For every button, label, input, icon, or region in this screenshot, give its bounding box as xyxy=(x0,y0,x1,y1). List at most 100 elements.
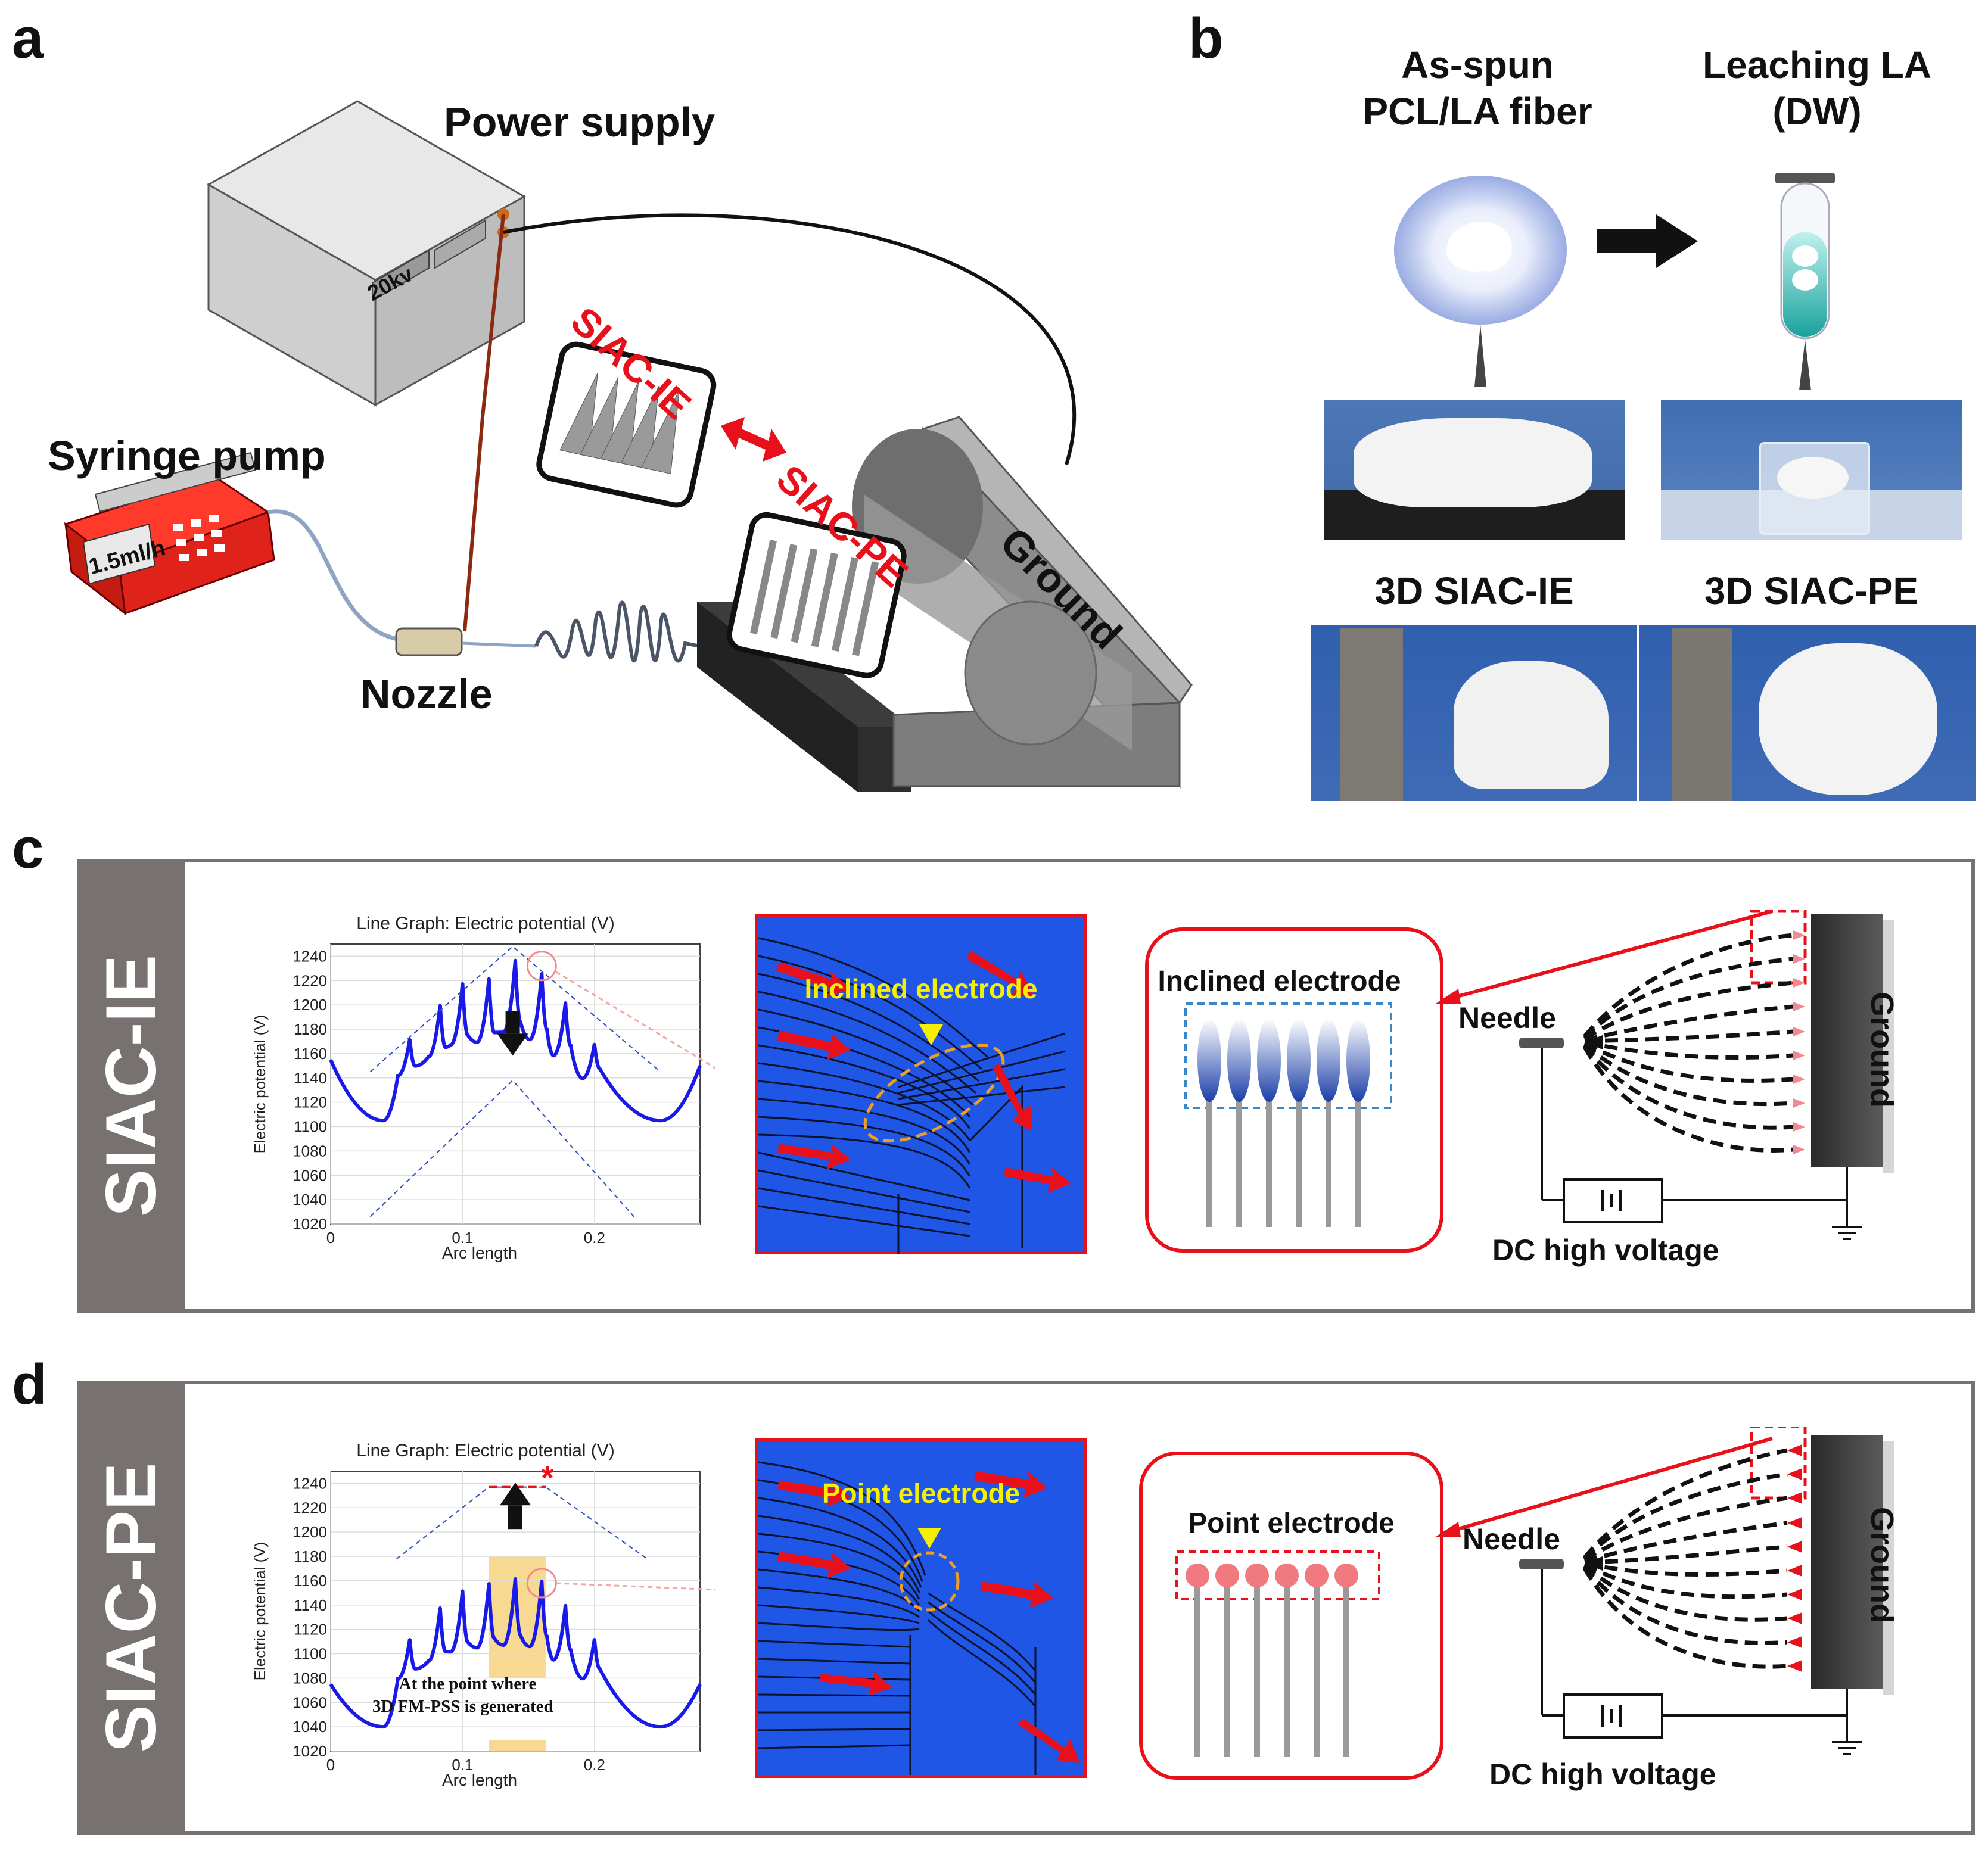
chart-title: Line Graph: Electric potential (V) xyxy=(356,1441,615,1460)
as-spun-title: As-spun PCL/LA fiber xyxy=(1311,42,1644,135)
panel-c-side-text: SIAC-IE xyxy=(91,954,171,1217)
panel-d-side-text: SIAC-PE xyxy=(91,1462,171,1753)
y-tick-label: 1220 xyxy=(293,1499,327,1516)
as-spun-line2: PCL/LA fiber xyxy=(1362,90,1592,133)
chart-siac-pe: Line Graph: Electric potential (V) 1020 10… xyxy=(251,1441,715,1789)
needle-d-label: Needle xyxy=(1463,1522,1560,1556)
photo-3d-siac-ie xyxy=(1311,625,1637,801)
y-tick-label: 1040 xyxy=(293,1191,327,1209)
x-tick-label: 0.2 xyxy=(584,1756,605,1774)
dc-d-label: DC high voltage xyxy=(1489,1758,1716,1791)
y-tick-label: 1200 xyxy=(293,996,327,1014)
y-tick-label: 1020 xyxy=(293,1215,327,1233)
x-tick-label: 0.1 xyxy=(452,1756,473,1774)
panel-a-label: a xyxy=(12,7,44,70)
photo-3d-siac-pe xyxy=(1639,625,1976,801)
syringe-pump-label: Syringe pump xyxy=(48,432,326,479)
peak-point xyxy=(461,982,464,985)
y-tick-label: 1120 xyxy=(294,1621,327,1639)
peak-point xyxy=(593,1638,596,1640)
inset-d-label: Point electrode xyxy=(1188,1508,1395,1539)
peak-point xyxy=(564,1603,567,1606)
arrow-right-icon xyxy=(1597,214,1698,268)
chart-siac-ie: Line Graph: Electric potential (V) 1020 10… xyxy=(251,914,715,1262)
y-tick-label: 1020 xyxy=(293,1742,327,1760)
x-tick-label: 0 xyxy=(326,1756,335,1774)
ground-collector xyxy=(852,416,1193,789)
y-tick-label: 1040 xyxy=(293,1718,327,1736)
photo-leaching xyxy=(1661,400,1962,540)
peak-point xyxy=(487,977,490,980)
peak-point xyxy=(540,1579,543,1582)
y-tick-label: 1140 xyxy=(294,1596,327,1614)
series-line xyxy=(329,1578,702,1729)
panel-b-process xyxy=(1394,173,1835,390)
peak-point xyxy=(514,958,517,961)
panel-b-label: b xyxy=(1189,7,1224,70)
annotation-line2: 3D FM-PSS is generated xyxy=(372,1697,553,1716)
y-tick-label: 1140 xyxy=(294,1069,327,1087)
panel-c-label: c xyxy=(12,817,44,880)
panel-d-label: d xyxy=(12,1353,47,1416)
sim-c-label: Inclined electrode xyxy=(804,973,1038,1004)
x-tick-label: 0.2 xyxy=(584,1229,605,1247)
series-line xyxy=(329,960,702,1123)
power-supply-label: Power supply xyxy=(444,99,715,145)
x-axis-label: Arc length xyxy=(442,1244,517,1262)
as-spun-line1: As-spun xyxy=(1401,43,1554,86)
peak-point xyxy=(408,1038,411,1041)
sim-d-label: Point electrode xyxy=(822,1478,1021,1509)
double-arrow xyxy=(721,417,786,462)
y-tick-label: 1180 xyxy=(294,1547,327,1565)
arrow-up-icon xyxy=(508,1505,522,1530)
photo-as-spun xyxy=(1324,400,1625,540)
sim-siac-ie xyxy=(755,914,1087,1254)
siac-pe-3d-label: 3D SIAC-PE xyxy=(1704,569,1919,612)
point-electrode-pins xyxy=(1186,1564,1358,1757)
y-tick-label: 1200 xyxy=(293,1523,327,1541)
nozzle xyxy=(395,627,463,656)
peak-point xyxy=(461,1589,464,1592)
arrow-up-head xyxy=(500,1483,531,1506)
y-tick-label: 1100 xyxy=(294,1118,327,1136)
pointer-line xyxy=(555,971,715,1069)
highlight-circle xyxy=(526,951,557,982)
x-tick-label: 0 xyxy=(326,1229,335,1247)
needle-c-label: Needle xyxy=(1458,1001,1556,1035)
chart-d-star: * xyxy=(541,1459,554,1496)
siac-ie-electrode xyxy=(536,341,717,508)
peak-point xyxy=(564,1001,567,1004)
y-tick-label: 1180 xyxy=(294,1020,327,1038)
chart-d-annotation: At the point where 3D FM-PSS is generate… xyxy=(372,1673,553,1718)
x-axis-label: Arc length xyxy=(442,1771,517,1789)
y-tick-label: 1220 xyxy=(293,971,327,989)
schematic-siac-ie xyxy=(1145,910,1894,1253)
y-tick-label: 1120 xyxy=(294,1094,327,1111)
peak-point xyxy=(487,1582,490,1584)
y-tick-label: 1080 xyxy=(293,1142,327,1160)
y-axis-label: Electric potential (V) xyxy=(251,1542,269,1681)
highlight-band-bottom xyxy=(489,1740,546,1751)
peak-point xyxy=(593,1042,596,1045)
peak-point xyxy=(438,1606,441,1609)
y-tick-label: 1240 xyxy=(293,947,327,965)
peak-point xyxy=(514,1577,517,1580)
test-tube-icon xyxy=(1775,173,1835,340)
panel-c-side-label: SIAC-IE xyxy=(77,859,185,1313)
leaching-line1: Leaching LA xyxy=(1702,43,1932,86)
sim-siac-pe xyxy=(755,1438,1087,1778)
arrow-down-head xyxy=(497,1033,528,1056)
y-tick-label: 1060 xyxy=(293,1166,327,1184)
y-tick-label: 1240 xyxy=(293,1474,327,1492)
peak-point xyxy=(438,1004,441,1007)
inset-c-label: Inclined electrode xyxy=(1158,966,1401,997)
peak-point xyxy=(540,972,543,975)
y-tick-label: 1060 xyxy=(293,1693,327,1711)
guide-lower xyxy=(369,1079,635,1217)
y-tick-label: 1160 xyxy=(294,1045,327,1063)
chart-title: Line Graph: Electric potential (V) xyxy=(356,914,615,933)
ground-d-label: Ground xyxy=(1864,1507,1900,1623)
guide-upper xyxy=(369,945,661,1073)
inclined-electrode-pins xyxy=(1197,1019,1370,1227)
dc-c-label: DC high voltage xyxy=(1492,1234,1719,1267)
